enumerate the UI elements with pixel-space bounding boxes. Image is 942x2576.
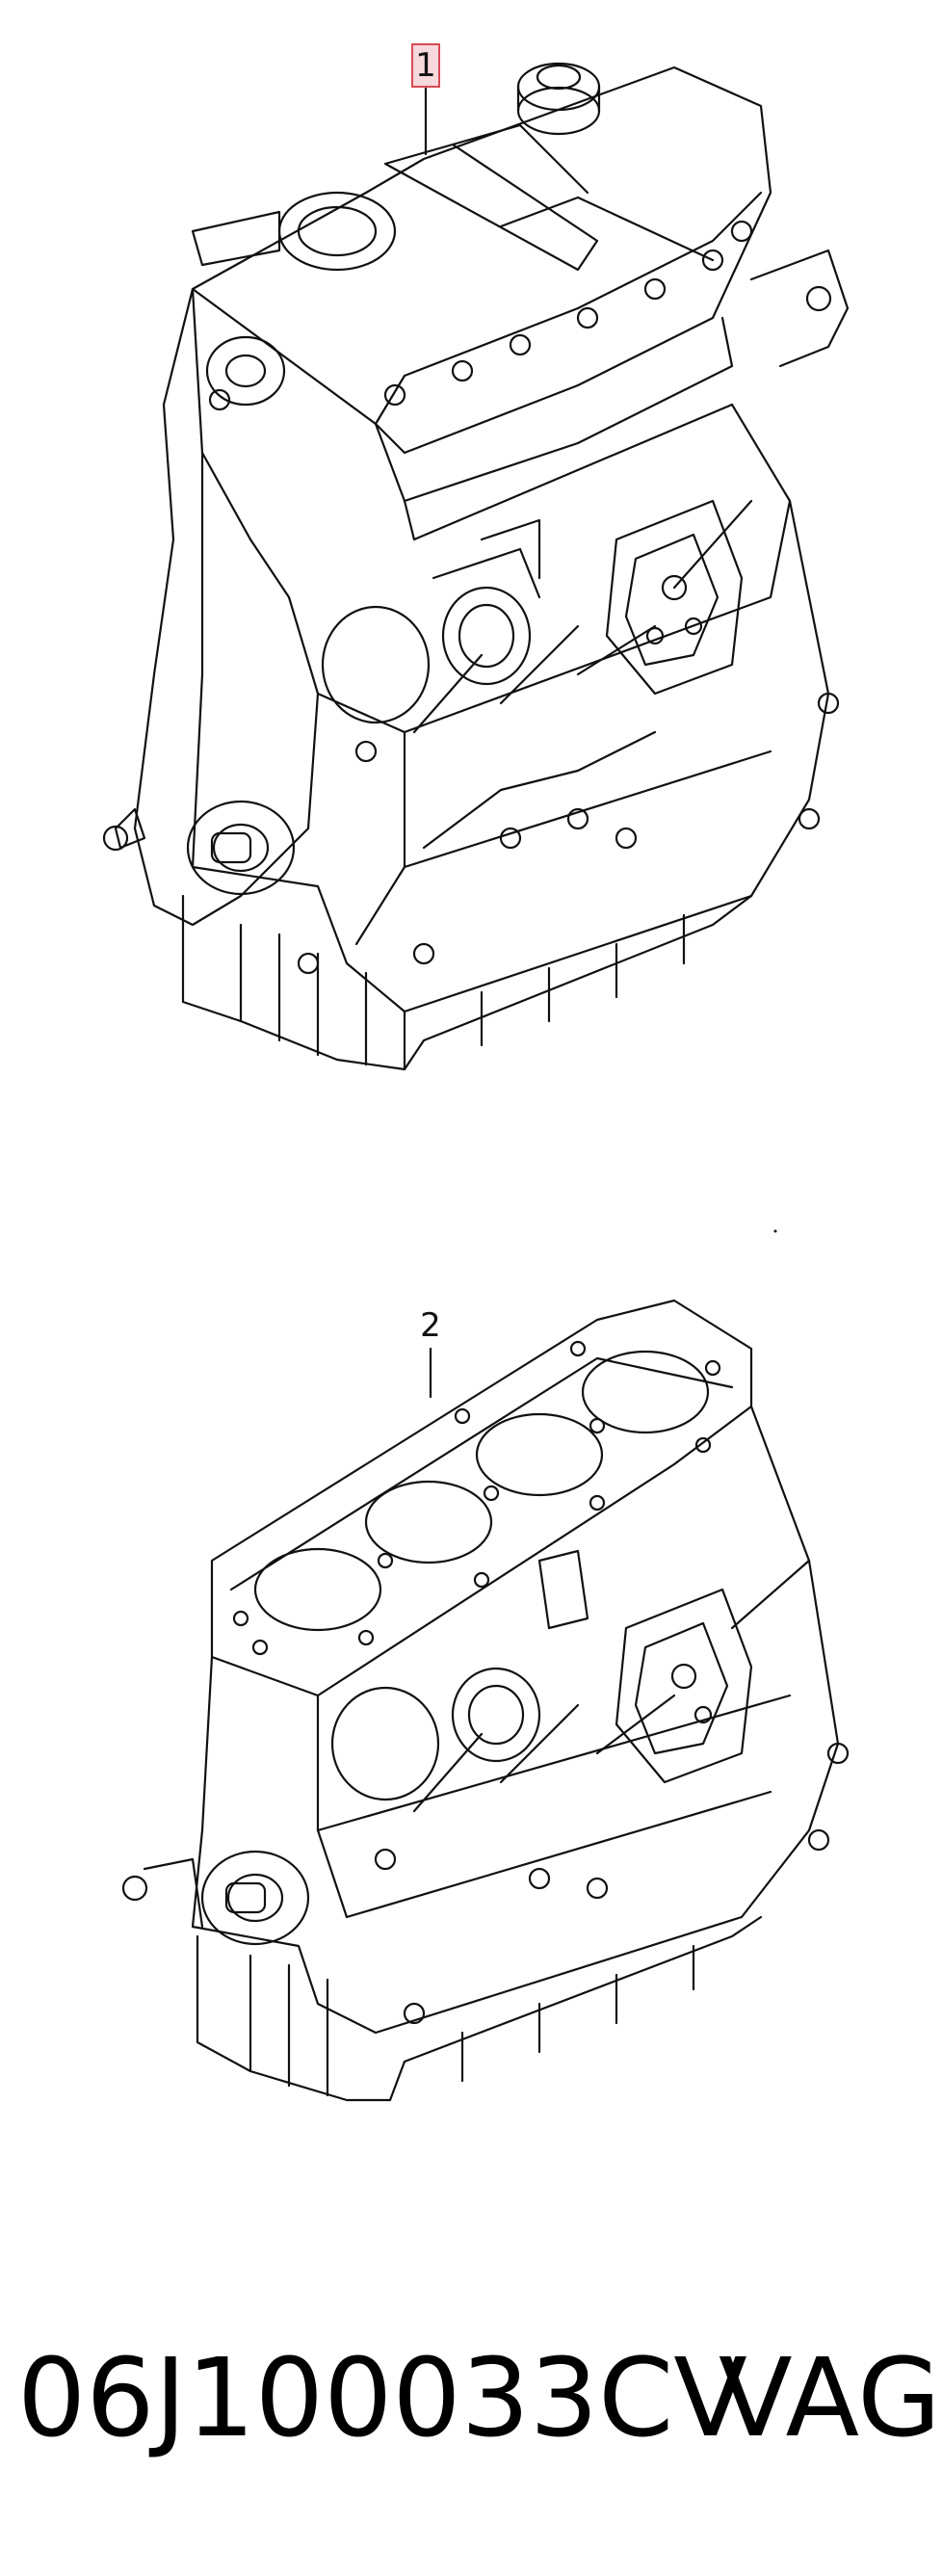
brand-name: VAG <box>719 2336 941 2461</box>
stray-dot <box>773 1229 777 1233</box>
short-engine-block <box>191 1405 840 2035</box>
short-vacuum-pump <box>330 1686 440 1801</box>
cylinder-head <box>374 316 734 503</box>
timing-cover <box>133 287 320 927</box>
part-number: 06J100033CV <box>17 2336 747 2461</box>
vacuum-pump <box>321 605 431 724</box>
cylinder-bores <box>253 1350 710 1632</box>
short-oil-filter-housing <box>615 1588 753 1784</box>
gasket-holes <box>232 1340 721 1656</box>
engine-block <box>191 403 830 1013</box>
short-crank-pulley <box>200 1850 310 1946</box>
crank-pulley <box>186 800 296 896</box>
short-oil-pan <box>196 1915 763 2102</box>
valve-cover <box>191 66 772 455</box>
short-block-bolts <box>374 1742 850 2025</box>
callout-2: 2 <box>420 1306 441 1345</box>
oil-filler-cap <box>516 62 601 136</box>
footer-caption: 06J100033CV VAG <box>17 2336 941 2461</box>
long-block-engine-drawing <box>102 62 850 1071</box>
oil-filter-housing <box>605 499 744 696</box>
callout-1: 1 <box>411 43 440 88</box>
block-bolts <box>297 692 840 975</box>
oil-pan <box>181 894 753 1071</box>
short-block-engine-drawing <box>121 1299 850 2102</box>
cover-bolts <box>383 220 753 407</box>
